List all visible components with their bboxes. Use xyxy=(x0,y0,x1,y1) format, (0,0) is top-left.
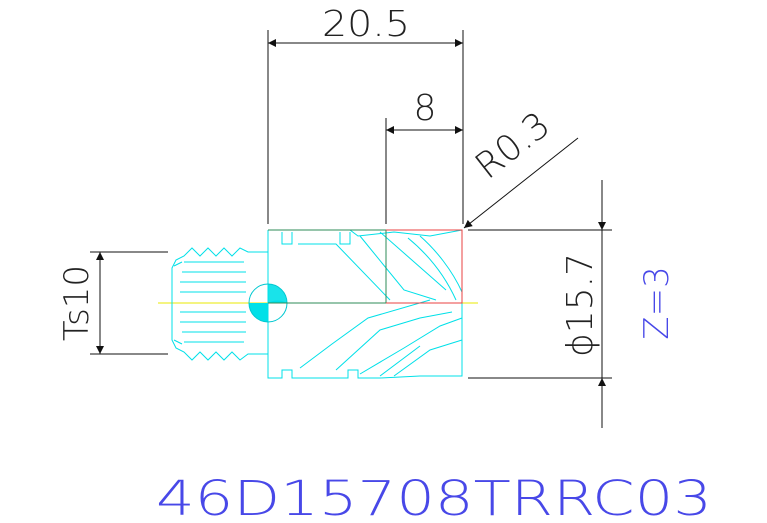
threaded-shank xyxy=(171,247,268,361)
flute-count: Z=3 xyxy=(637,266,677,339)
extension-lines xyxy=(90,30,612,379)
dim-flute-length: 8 xyxy=(414,88,437,129)
dim-corner-radius: R0.3 xyxy=(468,104,558,187)
dim-radius-leader xyxy=(463,137,579,229)
dimension-lines xyxy=(96,39,606,428)
profile-lines xyxy=(268,229,463,304)
cutting-head xyxy=(267,229,463,379)
dim-diameter: ϕ15.7 xyxy=(560,253,601,357)
dim-thread: Ts10 xyxy=(57,265,97,341)
quadrant-mark xyxy=(248,283,288,323)
dim-overall-length: 20.5 xyxy=(322,4,410,45)
part-number: 46D15708TRRC03 xyxy=(156,471,712,523)
